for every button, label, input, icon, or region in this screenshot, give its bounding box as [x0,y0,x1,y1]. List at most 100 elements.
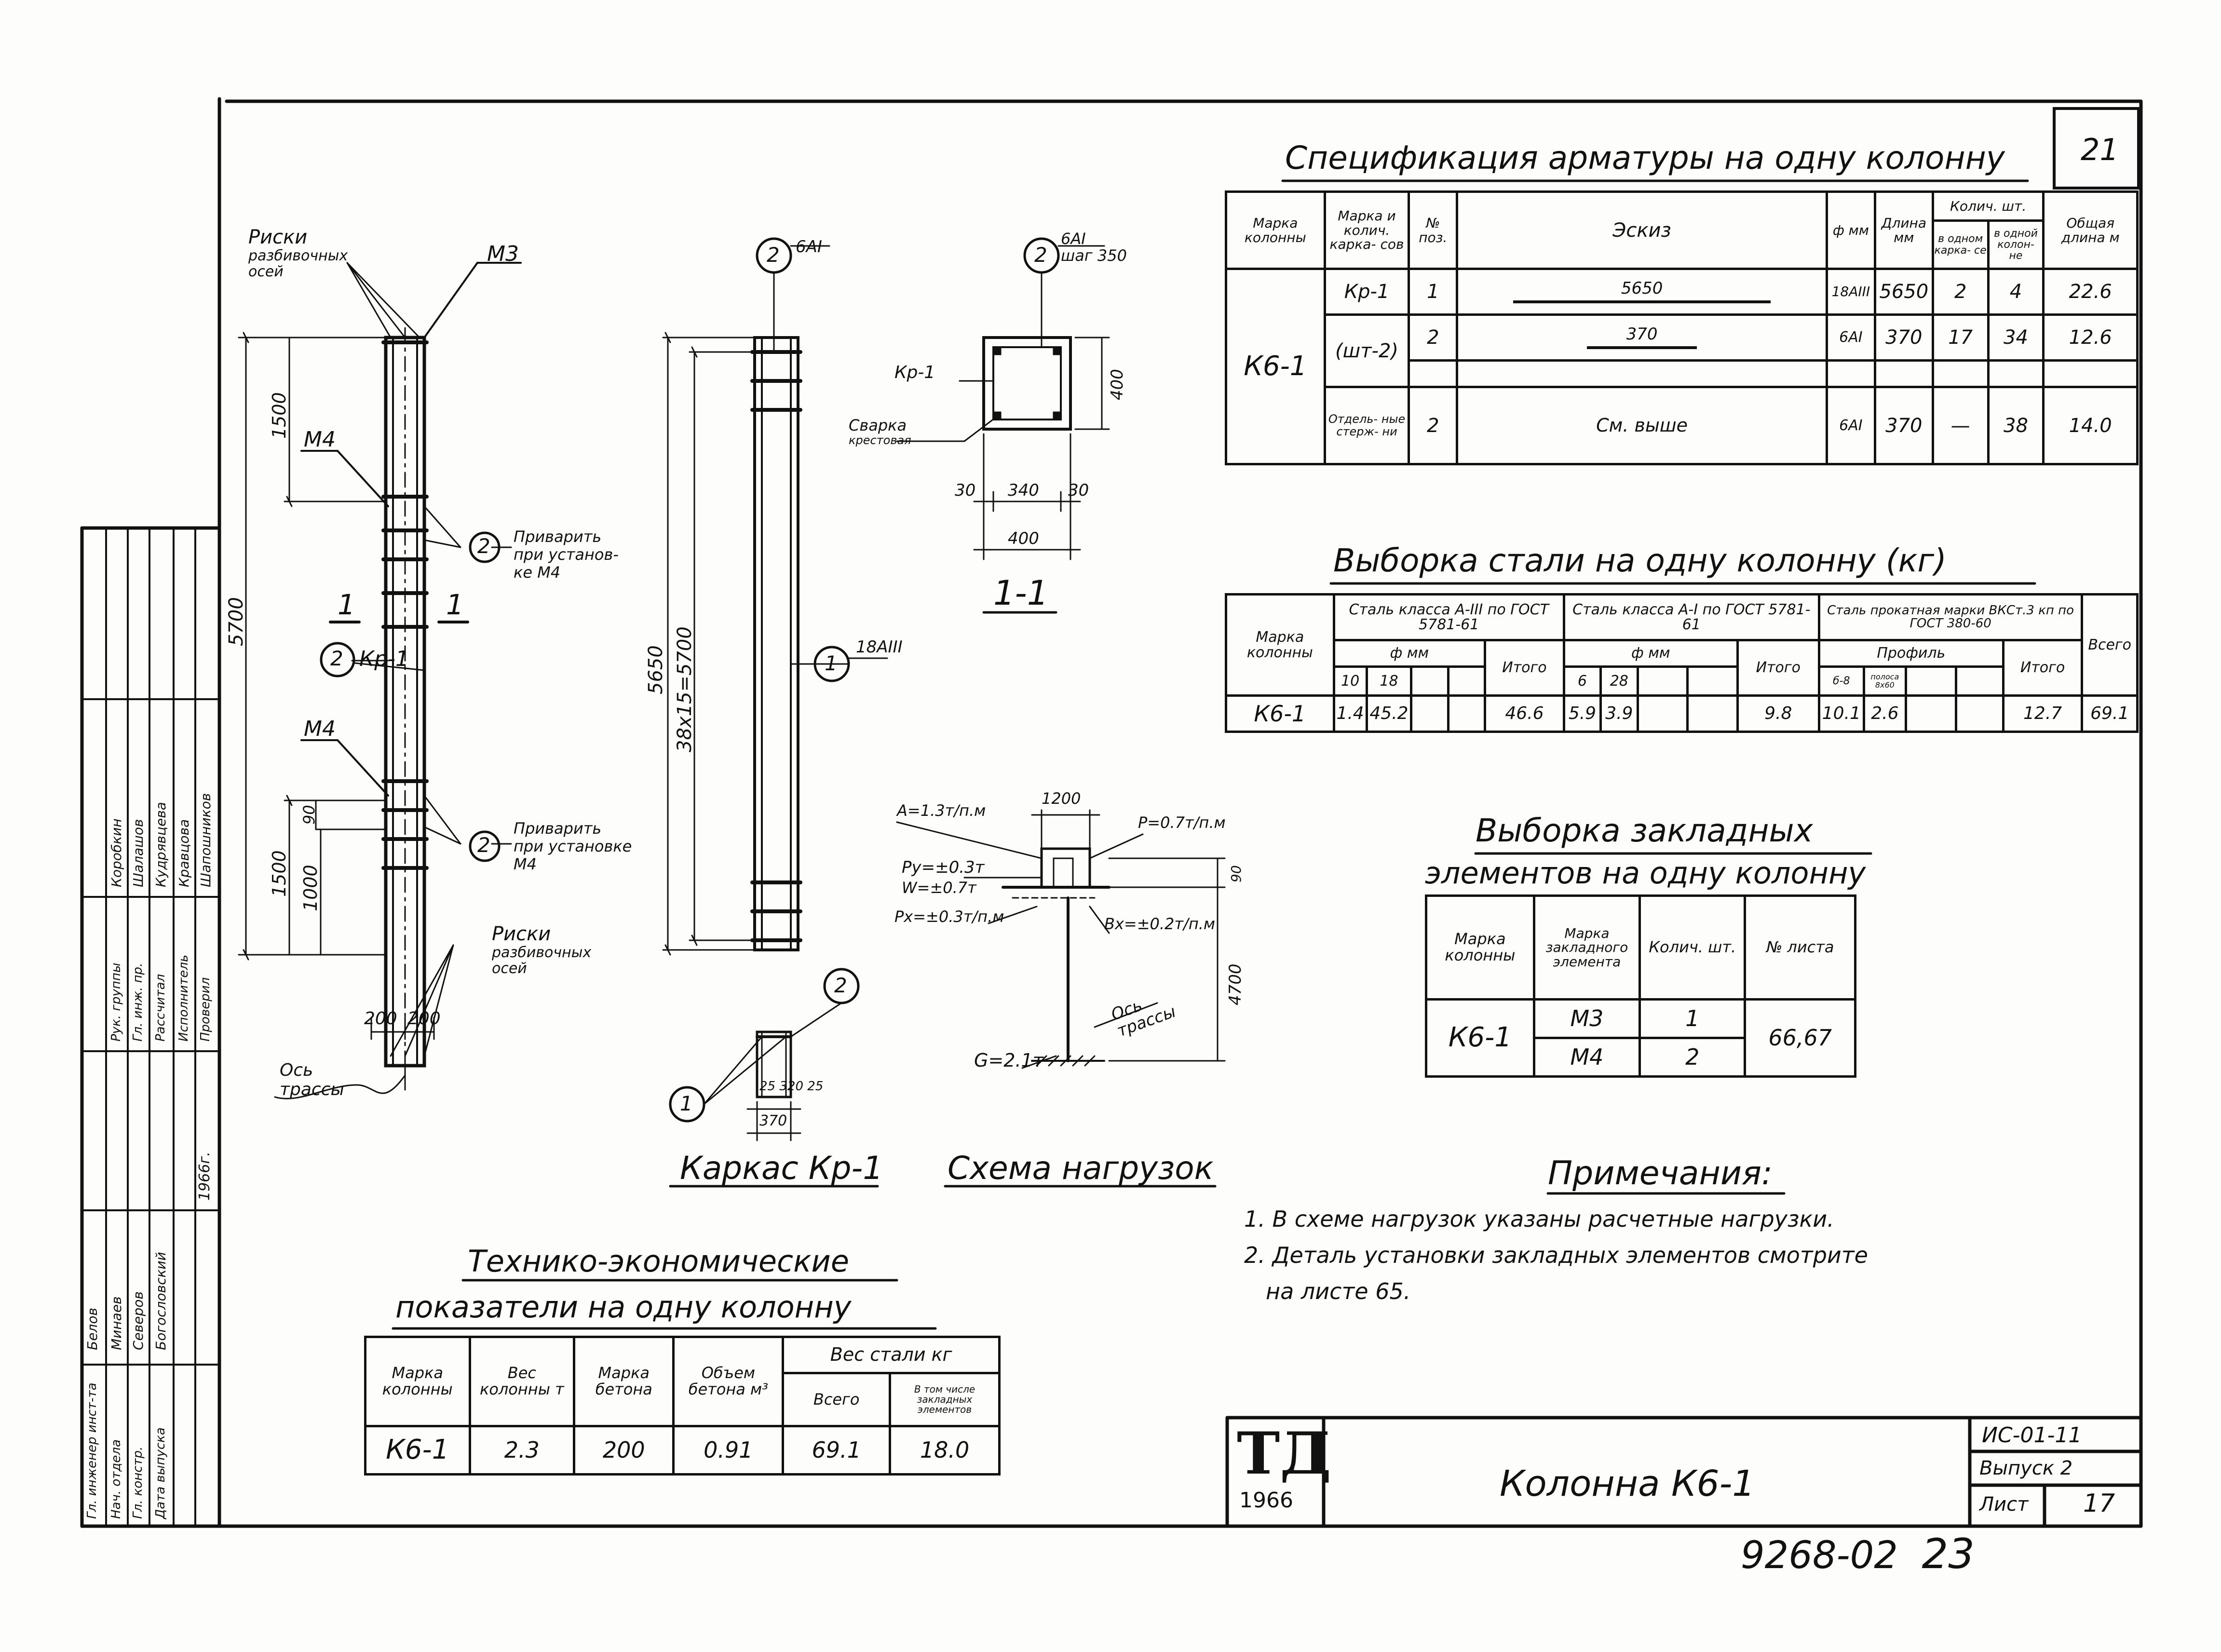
sheet-label: Лист [1979,1493,2029,1516]
dim-section-30-left: 30 [955,481,976,500]
tech-row-volume: 0.91 [672,1425,785,1476]
load-w: W=±0.7т [902,879,976,897]
load-py: Ру=±0.3т [902,858,985,877]
steel-h-vsego: Всего [2081,593,2139,697]
embedded-h-qty: Колич. шт. [1639,894,1747,1001]
spec-total-2: 12.6 [2042,313,2139,362]
label-weld-top: Приварить при установ- ке М4 [514,528,619,582]
sheet-title: Колонна К6-1 [1500,1463,1755,1504]
spec-separate-sketch: См. выше [1456,386,1828,465]
spec-h-total: Общая длина м [2042,190,2139,270]
spec-h-qty-col: в одной колон- не [1987,219,2045,270]
notes-line-1: 1. В схеме нагрузок указаны расчетные на… [1244,1206,1834,1232]
spec-frame-mark: Кр-1 [1323,268,1410,316]
dim-section-400: 400 [1108,369,1127,400]
side-role-5: Гл. инж. пр. [131,962,145,1042]
side-name-3: Богословский [153,1252,169,1350]
bubble-1-frame: 1 [680,1092,693,1115]
label-risks-bottom: Риски разбивочных осей [492,923,592,977]
steel-h-phi-1: ф мм [1332,639,1487,668]
bubble-2-weld-top: 2 [477,534,490,558]
embedded-h-mark: Марка колонны [1425,894,1535,1001]
spec-separate-in-col: 38 [1987,386,2045,465]
steel-h-g3: Сталь прокатная марки ВКСт.3 кп по ГОСТ … [1817,593,2084,641]
label-stirrup-top: 6АI [796,237,822,257]
steel-row-b: 45.2 [1365,694,1413,733]
spec-h-frame: Марка и колич. карка- сов [1323,190,1410,270]
spec-in-col-2: 34 [1987,313,2045,362]
dim-section-400-bottom: 400 [1008,529,1039,548]
embedded-qty-2: 2 [1639,1037,1747,1078]
spec-dia-1: 18АIII [1825,268,1876,316]
tech-row-concrete: 200 [573,1425,675,1476]
spec-sketch-2: 370 [1456,313,1828,362]
side-date: 1966г. [196,1151,213,1201]
side-role-2: Гл. констр. [131,1446,145,1519]
dim-200-right: 200 [407,1009,441,1029]
spec-h-qty-frame: в одном карка- се [1931,219,1990,270]
section-title: 1-1 [993,573,1049,613]
steel-row-itogo1: 46.6 [1484,694,1565,733]
dim-90: 90 [300,805,318,825]
steel-h-g1: Сталь класса А-III по ГОСТ 5781-61 [1332,593,1565,641]
side-stamp-grid [81,527,220,1527]
steel-h-itogo-2: Итого [1736,639,1820,697]
spec-total-1: 22.6 [2042,268,2139,316]
label-m4-top: М4 [304,427,336,452]
spec-pos-2: 2 [1408,313,1459,362]
elevation-dimensions [238,332,435,1040]
stamp-mark: ТД [1237,1420,1331,1488]
steel-d2-0: 6 [1562,665,1602,697]
load-diagram [896,809,1226,1188]
spec-h-length: Длина мм [1873,190,1934,270]
side-name-0: Белов [84,1308,100,1350]
section-mark-right: 1 [446,588,464,621]
spec-separate-dia: 6АI [1825,386,1876,465]
tech-h-weight: Вес колонны т [468,1336,576,1427]
spec-separate-length: 370 [1873,386,1934,465]
bubble-2-stirrup: 2 [767,243,780,267]
embedded-elem-1: М3 [1532,998,1641,1039]
label-m3: М3 [487,242,519,266]
steel-d3-0: б-8 [1817,665,1865,697]
tech-row-mark: К6-1 [364,1425,471,1476]
notes-line-3: на листе 65. [1266,1278,1411,1304]
spec-h-dia: ф мм [1825,190,1876,270]
tech-title-2: показатели на одну колонну [395,1289,852,1325]
spec-in-frame-2: 17 [1931,313,1990,362]
dim-1000: 1000 [300,865,321,911]
bubble-2-kr1: 2 [330,647,343,670]
steel-row-f: 2.6 [1862,694,1907,733]
label-section-kr1: Кр-1 [894,363,935,382]
column-elevation [238,262,522,1099]
steel-h-itogo-3: Итого [2002,639,2084,697]
spec-dia-2: 6АI [1825,313,1876,362]
sheet-issue: Выпуск 2 [1979,1457,2073,1479]
side-name-6: Кудрявцева [153,802,169,887]
steel-table: Марка колонны Сталь класса А-III по ГОСТ… [1225,593,2139,733]
label-section-bar: 6АI шаг 350 [1061,230,1127,265]
bubble-2-section: 2 [1034,243,1047,267]
side-role-4: Рук. группы [109,962,123,1042]
page-number: 21 [2081,132,2119,167]
stirrups [381,340,429,870]
section-1-1 [896,245,1110,614]
spec-in-col-1: 4 [1987,268,2045,316]
label-axis-track: Ось трассы [280,1060,344,1099]
spec-h-sketch: Эскиз [1456,190,1828,270]
frame-dims-small: 25 320 25 [759,1079,824,1094]
steel-h-g2: Сталь класса А-I по ГОСТ 5781-61 [1562,593,1820,641]
embedded-title-2: элементов на одну колонну [1425,855,1866,891]
steel-d2-1: 28 [1599,665,1639,697]
spec-length-2: 370 [1873,313,1934,362]
tech-row-embedded: 18.0 [889,1425,1001,1476]
load-g: G=2.1т [974,1050,1043,1071]
dim-5700: 5700 [225,597,247,646]
side-name-4: Коробкин [108,818,124,887]
side-name-8: Шапошников [198,793,214,887]
dim-section-340: 340 [1008,481,1039,500]
load-p: Р=0.7т/п.м [1138,813,1226,832]
spec-frame-qty: (шт-2) [1323,313,1410,388]
tech-table: Марка колонны Вес колонны т Марка бетона… [364,1336,1001,1476]
